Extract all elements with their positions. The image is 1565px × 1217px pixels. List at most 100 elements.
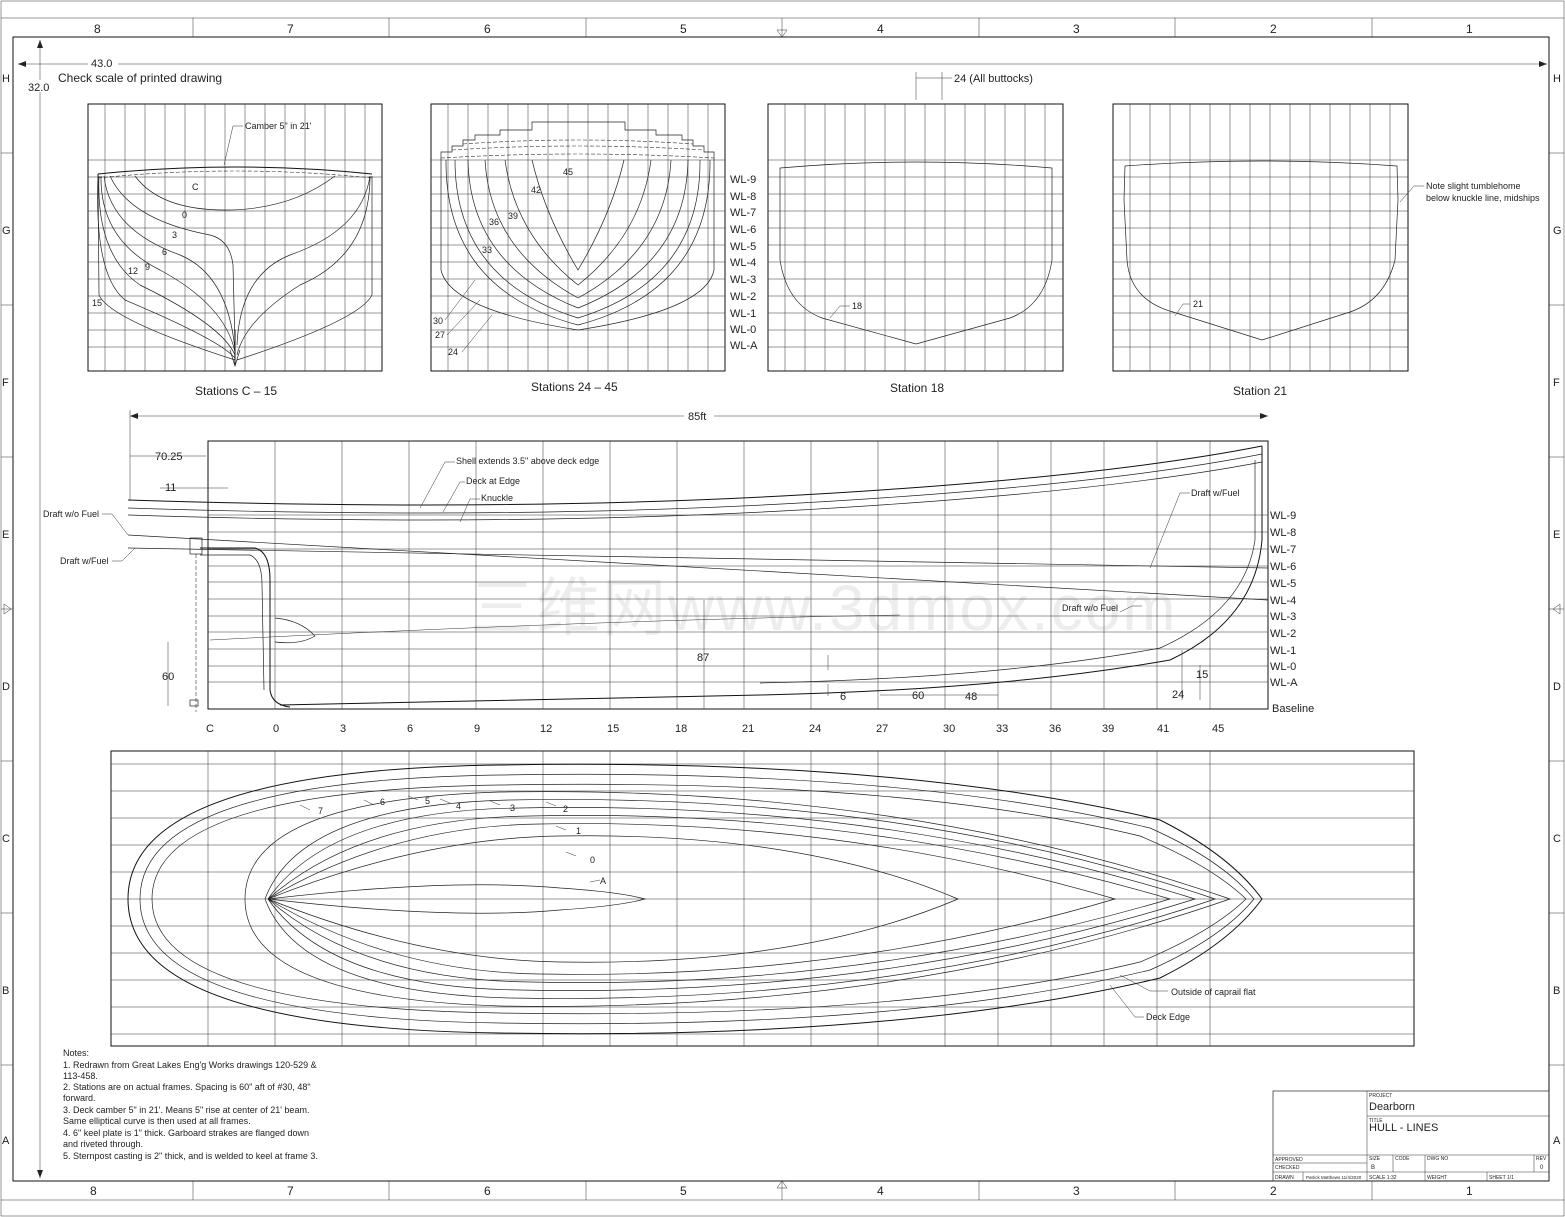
svg-text:12: 12 (540, 723, 552, 735)
baseline-label: Baseline (1272, 703, 1314, 715)
svg-text:A: A (1553, 1135, 1561, 1147)
svg-text:113-458.: 113-458. (63, 1071, 98, 1081)
body-plan-left: Camber 5" in 21' C 0 3 6 9 12 15 (87, 103, 383, 372)
svg-text:SIZE: SIZE (1369, 1156, 1381, 1162)
svg-text:0: 0 (182, 210, 187, 220)
svg-text:WL-3: WL-3 (1270, 611, 1296, 623)
svg-text:9: 9 (145, 262, 150, 272)
svg-text:WL-9: WL-9 (1270, 510, 1296, 522)
svg-text:9: 9 (474, 723, 480, 735)
svg-text:3: 3 (1073, 1184, 1080, 1198)
svg-text:36: 36 (489, 217, 499, 227)
svg-text:C: C (1553, 833, 1561, 845)
dim-70-25: 70.25 (155, 451, 183, 463)
svg-text:6: 6 (380, 797, 385, 807)
svg-text:Shell extends 3.5" above deck: Shell extends 3.5" above deck edge (456, 456, 599, 466)
svg-text:DWG NO: DWG NO (1427, 1156, 1448, 1162)
svg-text:C: C (192, 182, 199, 192)
svg-text:41: 41 (1157, 723, 1169, 735)
svg-text:CHECKED: CHECKED (1275, 1165, 1300, 1171)
profile-dimension-values: 87 6 60 48 15 24 (697, 652, 1208, 703)
station-21-title: Station 21 (1233, 384, 1287, 398)
svg-text:WL-4: WL-4 (1270, 595, 1296, 607)
svg-text:18: 18 (852, 301, 862, 311)
svg-text:5. Sternpost casting is 2" thi: 5. Sternpost casting is 2" thick, and is… (63, 1151, 318, 1161)
svg-text:3. Deck camber 5" in 21'. Mean: 3. Deck camber 5" in 21'. Means 5" rise … (63, 1105, 309, 1115)
svg-text:30: 30 (433, 316, 443, 326)
body-plan-right-station-labels: 45 42 39 36 33 30 27 24 (433, 167, 573, 357)
column-labels-top: 8 7 6 5 4 3 2 1 (94, 22, 1473, 36)
svg-text:0: 0 (273, 723, 279, 735)
profile-view: 85ft (102, 409, 1269, 712)
svg-text:12: 12 (128, 266, 138, 276)
svg-text:Draft w/o Fuel: Draft w/o Fuel (43, 509, 99, 519)
tumblehome-note: Note slight tumblehome (1426, 181, 1521, 191)
svg-text:39: 39 (1102, 723, 1114, 735)
svg-text:39: 39 (508, 211, 518, 221)
svg-text:2. Stations are on actual fram: 2. Stations are on actual frames. Spacin… (63, 1082, 311, 1092)
svg-text:Deck at Edge: Deck at Edge (466, 476, 520, 486)
svg-text:6: 6 (162, 247, 167, 257)
svg-text:WL-9: WL-9 (730, 174, 756, 186)
profile-waterline-labels: WL-9 WL-8 WL-7 WL-6 WL-5 WL-4 WL-3 WL-2 … (1270, 510, 1314, 715)
station-18-title: Station 18 (890, 381, 944, 395)
svg-text:PROJECT: PROJECT (1369, 1093, 1392, 1099)
overall-width-label: 43.0 (91, 58, 112, 70)
row-labels-right: H G F E D C B A (1553, 73, 1562, 1147)
project-name: Dearborn (1369, 1101, 1415, 1113)
svg-text:1. Redrawn from Great Lakes En: 1. Redrawn from Great Lakes Eng'g Works … (63, 1060, 317, 1070)
svg-text:WL-2: WL-2 (1270, 628, 1296, 640)
station-18-section: 18 (767, 103, 1064, 372)
svg-text:H: H (1553, 73, 1561, 85)
dim-60: 60 (162, 671, 174, 683)
column-ticks (192, 18, 1373, 1200)
svg-text:21: 21 (1193, 299, 1203, 309)
svg-text:2: 2 (1270, 1184, 1277, 1198)
svg-text:WL-4: WL-4 (730, 257, 756, 269)
svg-text:0: 0 (590, 855, 595, 865)
svg-text:3: 3 (172, 230, 177, 240)
plan-line-labels: 7 6 5 4 3 2 1 0 A Outside of caprail fla… (318, 796, 1256, 1022)
svg-text:WL-7: WL-7 (730, 207, 756, 219)
deck-edge-label: Deck Edge (1146, 1012, 1190, 1022)
svg-text:B: B (2, 985, 9, 997)
svg-text:F: F (2, 377, 9, 389)
svg-text:WL-2: WL-2 (730, 291, 756, 303)
col-1: 1 (1466, 22, 1473, 36)
svg-text:48: 48 (965, 691, 977, 703)
col-5: 5 (680, 22, 687, 36)
svg-text:E: E (2, 529, 9, 541)
svg-text:below knuckle line, midships: below knuckle line, midships (1426, 193, 1540, 203)
watermark-text: 三维网www.3dmox.com (470, 572, 1178, 644)
svg-text:87: 87 (697, 652, 709, 664)
svg-text:D: D (2, 681, 10, 693)
col-3: 3 (1073, 22, 1080, 36)
svg-text:WL-3: WL-3 (730, 274, 756, 286)
svg-text:33: 33 (996, 723, 1008, 735)
svg-text:C: C (2, 833, 10, 845)
drawing-title: HULL - LINES (1369, 1122, 1438, 1134)
svg-text:Knuckle: Knuckle (481, 493, 513, 503)
station-21-section: 21 (1112, 103, 1424, 372)
svg-text:CODE: CODE (1395, 1156, 1410, 1162)
svg-text:Draft w/o Fuel: Draft w/o Fuel (1062, 603, 1118, 613)
svg-text:4. 6" keel plate is 1" thick.: 4. 6" keel plate is 1" thick. Garboard s… (63, 1128, 309, 1138)
length-overall-label: 85ft (688, 411, 706, 423)
svg-text:Same elliptical curve is then: Same elliptical curve is then used at al… (63, 1116, 251, 1126)
plan-view (110, 750, 1415, 1047)
svg-text:27: 27 (876, 723, 888, 735)
caprail-label: Outside of caprail flat (1171, 987, 1256, 997)
svg-text:Draft w/Fuel: Draft w/Fuel (1191, 488, 1240, 498)
row-labels-left: H G F E D C B A (2, 73, 11, 1147)
svg-text:WL-8: WL-8 (1270, 527, 1296, 539)
svg-text:REV: REV (1536, 1156, 1547, 1162)
svg-text:DRAWN: DRAWN (1275, 1175, 1294, 1181)
svg-text:5: 5 (425, 796, 430, 806)
svg-text:6: 6 (840, 691, 846, 703)
svg-text:WL-A: WL-A (730, 340, 758, 352)
svg-text:TITLE: TITLE (1369, 1118, 1383, 1124)
overall-height-label: 32.0 (28, 82, 49, 94)
svg-text:Notes:: Notes: (63, 1048, 89, 1058)
